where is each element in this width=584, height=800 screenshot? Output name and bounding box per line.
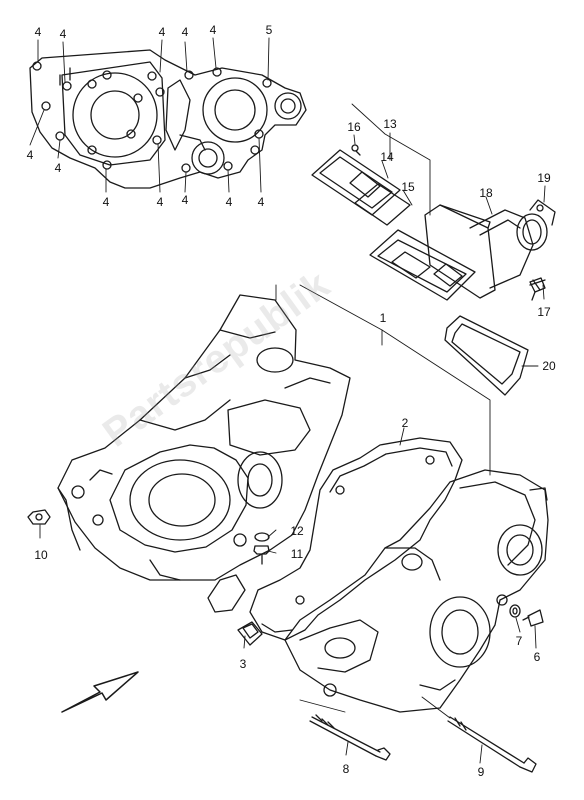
- callout-15[interactable]: 15: [401, 180, 415, 194]
- callout-4-c[interactable]: 4: [158, 25, 166, 39]
- callout-4-d[interactable]: 4: [181, 25, 189, 39]
- callout-4-f[interactable]: 4: [26, 148, 34, 162]
- callout-4-j[interactable]: 4: [181, 193, 189, 207]
- cover-leader-lines: [29, 37, 270, 193]
- callout-4-e[interactable]: 4: [209, 23, 217, 37]
- callout-2[interactable]: 2: [401, 416, 409, 430]
- callout-9[interactable]: 9: [477, 765, 485, 779]
- callout-7[interactable]: 7: [515, 634, 523, 648]
- lower-leader-lines: [39, 284, 537, 764]
- callout-3[interactable]: 3: [239, 657, 247, 671]
- callout-5[interactable]: 5: [265, 23, 273, 37]
- callout-16[interactable]: 16: [347, 120, 361, 134]
- callout-4-a[interactable]: 4: [34, 25, 42, 39]
- callout-1[interactable]: 1: [379, 311, 387, 325]
- callout-4-g[interactable]: 4: [54, 161, 62, 175]
- callout-17[interactable]: 17: [537, 305, 551, 319]
- callout-4-l[interactable]: 4: [257, 195, 265, 209]
- callout-4-k[interactable]: 4: [225, 195, 233, 209]
- callout-10[interactable]: 10: [34, 548, 48, 562]
- callout-4-i[interactable]: 4: [156, 195, 164, 209]
- small-parts-drawing: [27, 277, 546, 773]
- callout-14[interactable]: 14: [380, 150, 394, 164]
- left-crankcase-drawing: [57, 294, 351, 581]
- reed-leader-lines: [351, 103, 546, 367]
- callout-13[interactable]: 13: [383, 117, 397, 131]
- callout-8[interactable]: 8: [342, 762, 350, 776]
- callout-6[interactable]: 6: [533, 650, 541, 664]
- reed-valve-assembly-drawing: [311, 144, 556, 396]
- callout-20[interactable]: 20: [542, 359, 556, 373]
- right-crankcase-drawing: [284, 469, 549, 713]
- callout-19[interactable]: 19: [537, 171, 551, 185]
- callout-11[interactable]: 11: [290, 547, 304, 561]
- crankcase-cover-drawing: [29, 49, 307, 189]
- callout-18[interactable]: 18: [479, 186, 493, 200]
- front-direction-arrow: [61, 671, 139, 713]
- callout-4-b[interactable]: 4: [59, 27, 67, 41]
- callout-4-h[interactable]: 4: [102, 195, 110, 209]
- crankcase-gasket-drawing: [207, 437, 463, 646]
- callout-12[interactable]: 12: [290, 524, 304, 538]
